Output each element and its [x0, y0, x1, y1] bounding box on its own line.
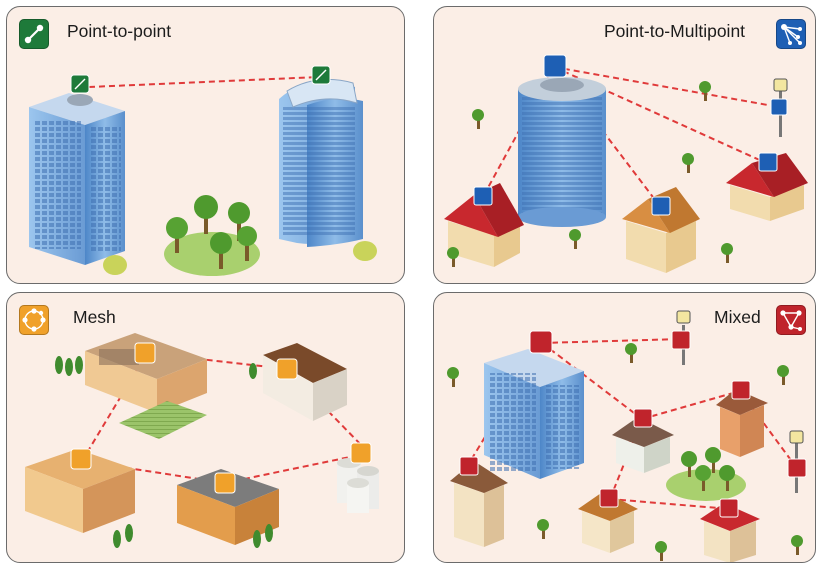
tree-icon: [682, 153, 694, 173]
park-lawn: [164, 232, 260, 276]
house-icon: [450, 461, 508, 547]
radio-unit-icon: [599, 488, 619, 508]
tree-icon: [695, 465, 711, 491]
tree-icon: [655, 541, 667, 561]
radio-unit-icon: [787, 458, 807, 478]
storage-tank-icon: [337, 458, 379, 513]
tree-icon: [681, 451, 697, 477]
radio-unit-icon: [731, 380, 751, 400]
office-tower-right: [279, 78, 363, 247]
tree-icon: [699, 81, 711, 101]
tree-icon: [265, 524, 273, 542]
panel-title: Mesh: [73, 307, 116, 327]
lawn: [119, 401, 207, 439]
radio-unit-icon: [134, 342, 156, 364]
panel-title: Point-to-point: [67, 21, 172, 41]
apartment-building: [263, 343, 347, 421]
wireless-links: [80, 352, 371, 485]
radio-unit-icon: [473, 186, 493, 206]
tree-icon: [472, 109, 484, 129]
mixed-icon: [776, 305, 806, 335]
house-icon: [716, 389, 768, 457]
radio-unit-icon: [311, 65, 331, 85]
tree-icon: [721, 243, 733, 263]
radio-unit-icon: [350, 442, 372, 464]
radio-unit-icon: [671, 330, 691, 350]
mesh-panel: Mesh: [6, 292, 405, 563]
tree-icon: [447, 367, 459, 387]
tree-icon: [719, 465, 735, 491]
point-to-multipoint-icon: [776, 19, 806, 49]
panel-title: Point-to-Multipoint: [604, 21, 746, 41]
shrub: [353, 241, 377, 261]
radio-unit-icon: [70, 448, 92, 470]
tree-icon: [625, 343, 637, 363]
tree-icon: [237, 226, 257, 261]
radio-unit-icon: [70, 74, 90, 94]
apartment-building: [25, 449, 135, 533]
radio-unit-icon: [543, 54, 567, 78]
tree-icon: [113, 530, 121, 548]
mixed-scene: [447, 310, 807, 562]
tree-icon: [125, 524, 133, 542]
radio-unit-icon: [651, 196, 671, 216]
tree-icon: [75, 356, 83, 374]
house-icon: [612, 417, 674, 473]
office-tower-left: [29, 93, 125, 265]
tree-icon: [537, 519, 549, 539]
tree-icon: [791, 535, 803, 555]
radio-unit-icon: [214, 472, 236, 494]
tree-icon: [569, 229, 581, 249]
radio-unit-icon: [719, 498, 739, 518]
radio-unit-icon: [276, 358, 298, 380]
radio-unit-icon: [529, 330, 553, 354]
point-to-multipoint-scene: [444, 54, 808, 273]
mixed-panel: Mixed: [433, 292, 816, 563]
tree-icon: [777, 365, 789, 385]
tree-icon: [249, 363, 257, 379]
tree-icon: [65, 358, 73, 376]
tree-icon: [705, 447, 721, 473]
mesh-icon: [19, 305, 49, 335]
shrub: [103, 255, 127, 275]
radio-unit-icon: [459, 456, 479, 476]
radio-unit-icon: [758, 152, 778, 172]
point-to-multipoint-panel: Point-to-Multipoint: [433, 6, 816, 284]
tree-icon: [447, 247, 459, 267]
point-to-point-scene: [29, 65, 377, 276]
tree-icon: [210, 232, 232, 269]
office-tower: [484, 349, 584, 479]
radio-unit-icon: [633, 408, 653, 428]
panel-title: Mixed: [714, 307, 761, 327]
radio-unit-icon: [770, 98, 788, 116]
tree-icon: [194, 195, 218, 234]
tree-icon: [166, 217, 188, 253]
cylinder-tower: [518, 77, 606, 227]
wireless-link: [88, 76, 320, 88]
point-to-point-icon: [19, 19, 49, 49]
tree-icon: [55, 356, 63, 374]
mesh-scene: [25, 333, 379, 548]
tree-icon: [253, 530, 261, 548]
point-to-point-panel: Point-to-point: [6, 6, 405, 284]
